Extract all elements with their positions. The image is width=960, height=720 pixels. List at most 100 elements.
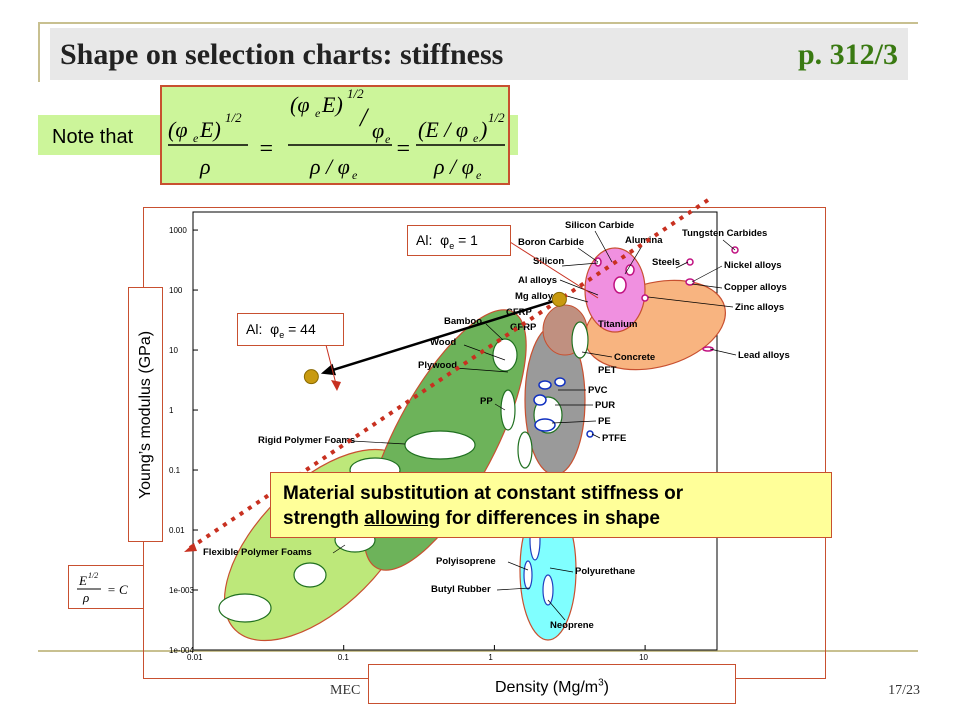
svg-text:1/2: 1/2 bbox=[88, 571, 98, 580]
svg-text:PTFE: PTFE bbox=[602, 433, 626, 444]
svg-text:Bamboo: Bamboo bbox=[444, 316, 482, 327]
page-title: Shape on selection charts: stiffness bbox=[60, 38, 504, 71]
ceramic-bubbles bbox=[594, 246, 739, 352]
metal-bubble bbox=[702, 346, 714, 352]
callout-line-1: Material substitution at constant stiffn… bbox=[283, 483, 684, 504]
svg-text:Butyl Rubber: Butyl Rubber bbox=[431, 584, 491, 595]
y-tick-label: 1000 bbox=[169, 226, 187, 235]
footer-page-number: 17/23 bbox=[888, 683, 920, 698]
substitution-arrow bbox=[328, 298, 560, 373]
svg-text:Lead alloys: Lead alloys bbox=[738, 350, 790, 361]
label-leader-phi-1 bbox=[509, 241, 599, 299]
leader-lines bbox=[332, 230, 737, 621]
pe-bubble bbox=[517, 431, 533, 469]
svg-text:PP: PP bbox=[480, 396, 493, 407]
polymer-bubble bbox=[554, 377, 566, 387]
note-label: Note that bbox=[52, 126, 134, 148]
foam-bubble bbox=[218, 593, 272, 623]
metal-bubble bbox=[686, 258, 694, 266]
callout-line-2: strength allowing for differences in sha… bbox=[283, 508, 660, 529]
polymer-bubbles bbox=[533, 377, 594, 438]
x-axis-label-box: Density (Mg/m3) bbox=[368, 664, 736, 704]
svg-text:Titanium: Titanium bbox=[598, 319, 637, 330]
svg-text:Steels: Steels bbox=[652, 257, 680, 268]
svg-text:PET: PET bbox=[598, 365, 617, 376]
svg-text:E: E bbox=[78, 573, 87, 588]
elastomer-bubble bbox=[542, 574, 554, 606]
left-rule bbox=[38, 22, 40, 82]
svg-text:Mg alloys: Mg alloys bbox=[515, 291, 558, 302]
svg-text:Boron Carbide: Boron Carbide bbox=[518, 237, 584, 248]
svg-text:PVC: PVC bbox=[588, 385, 608, 396]
y-tick-label: 10 bbox=[169, 346, 178, 355]
y-axis-label: Young’s modulus (GPa) bbox=[136, 330, 154, 499]
svg-text:Polyisoprene: Polyisoprene bbox=[436, 556, 496, 567]
metal-bubble bbox=[641, 294, 649, 302]
y-tick-label: 1 bbox=[169, 406, 174, 415]
callout-emphasis: allowing bbox=[364, 508, 441, 529]
y-tick-label: 1e-003 bbox=[169, 586, 194, 595]
svg-text:Polyurethane: Polyurethane bbox=[575, 566, 635, 577]
polymer-bubble bbox=[533, 394, 547, 406]
substitution-callout: Material substitution at constant stiffn… bbox=[270, 472, 832, 538]
rigid-foam-bubble bbox=[404, 430, 476, 460]
x-tick-label: 0.01 bbox=[187, 653, 203, 662]
svg-text:GFRP: GFRP bbox=[510, 322, 537, 333]
phi-symbol: φ bbox=[270, 321, 280, 337]
polymer-bubble bbox=[538, 380, 552, 390]
svg-text:PE: PE bbox=[598, 416, 611, 427]
svg-text:Flexible Polymer Foams: Flexible Polymer Foams bbox=[203, 547, 312, 558]
y-tick-label: 0.1 bbox=[169, 466, 181, 475]
x-axis-label: Density (Mg/m3) bbox=[494, 678, 609, 697]
ptfe-bubble bbox=[586, 430, 594, 438]
svg-text:Tungsten Carbides: Tungsten Carbides bbox=[682, 228, 767, 239]
x-tick-label: 0.1 bbox=[338, 653, 350, 662]
label-al-phi-1: Al: φe = 1 bbox=[407, 225, 511, 256]
svg-text:Silicon Carbide: Silicon Carbide bbox=[565, 220, 634, 231]
svg-text:Alumina: Alumina bbox=[625, 235, 663, 246]
formula-box bbox=[160, 85, 510, 185]
svg-text:Rigid Polymer Foams: Rigid Polymer Foams bbox=[258, 435, 355, 446]
label-leader-arrowhead bbox=[331, 380, 341, 391]
label-leader-phi-44 bbox=[325, 344, 337, 385]
label-al-phi-44: Al: φe = 44 bbox=[237, 313, 344, 346]
elastomer-bubble bbox=[523, 560, 533, 590]
title-bar bbox=[50, 28, 908, 80]
guide-line bbox=[188, 198, 710, 550]
svg-text:ρ: ρ bbox=[82, 590, 89, 605]
substitution-arrowhead bbox=[320, 363, 337, 376]
bottom-rule bbox=[38, 650, 918, 652]
svg-text:Al alloys: Al alloys bbox=[518, 275, 557, 286]
point-al-phi-44 bbox=[303, 369, 319, 385]
material-labels: Silicon Carbide Boron Carbide Alumina Tu… bbox=[203, 220, 790, 631]
y-axis-label-box: Young’s modulus (GPa) bbox=[128, 287, 163, 542]
phi-symbol: φ bbox=[440, 232, 450, 248]
y-tick-label: 100 bbox=[169, 286, 183, 295]
svg-text:Wood: Wood bbox=[430, 337, 456, 348]
metal-bubble bbox=[685, 278, 695, 286]
axis-ticks bbox=[192, 229, 646, 651]
top-rule bbox=[38, 22, 918, 24]
y-tick-label: 0.01 bbox=[169, 526, 185, 535]
ceramic-bubble bbox=[613, 276, 627, 294]
svg-text:= C: = C bbox=[107, 582, 128, 597]
footer-course: MEC bbox=[330, 683, 361, 698]
svg-text:Plywood: Plywood bbox=[418, 360, 457, 371]
guide-line-arrowhead bbox=[184, 543, 197, 552]
y-tick-label: 1e-004 bbox=[169, 646, 194, 655]
pp-bubble bbox=[500, 389, 516, 431]
svg-text:Silicon: Silicon bbox=[533, 256, 564, 267]
x-tick-label: 1 bbox=[488, 653, 493, 662]
svg-text:Nickel alloys: Nickel alloys bbox=[724, 260, 782, 271]
point-al-phi-1 bbox=[551, 291, 567, 307]
svg-text:PUR: PUR bbox=[595, 400, 615, 411]
svg-text:Concrete: Concrete bbox=[614, 352, 655, 363]
polymer-bubble bbox=[534, 418, 556, 432]
page-reference: p. 312/3 bbox=[797, 38, 898, 71]
svg-text:Copper alloys: Copper alloys bbox=[724, 282, 787, 293]
foam-bubble bbox=[293, 562, 327, 588]
ceramic-bubble bbox=[625, 264, 635, 276]
